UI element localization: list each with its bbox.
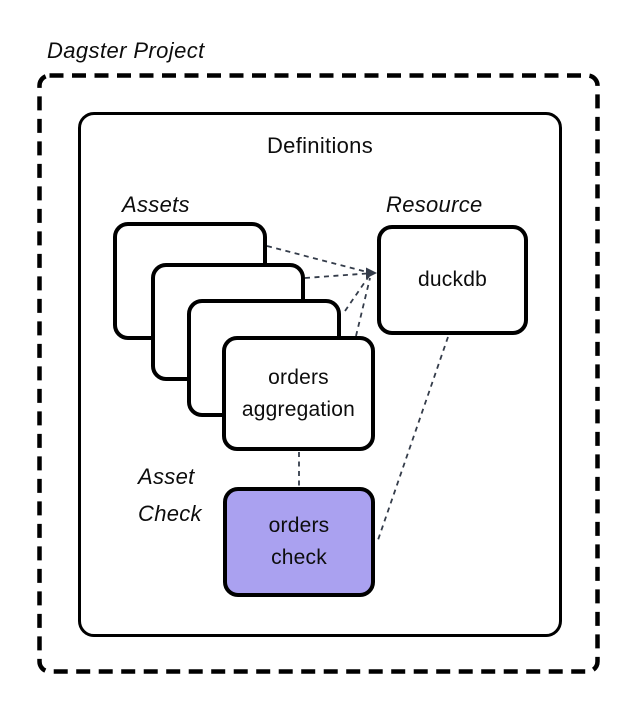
node-duckdb: duckdb — [377, 225, 528, 335]
resource-group-label: Resource — [386, 192, 483, 217]
duckdb-label: duckdb — [418, 268, 487, 291]
definitions-label: Definitions — [266, 133, 374, 158]
orders-check-label-line2: check — [271, 546, 327, 569]
node-orders-aggregation: orders aggregation — [222, 336, 375, 451]
asset-check-label-line2: Check — [138, 501, 202, 526]
orders-check-label-line1: orders — [268, 514, 330, 537]
asset-check-label-line1: Asset — [138, 464, 195, 489]
diagram-title: Dagster Project — [47, 38, 205, 63]
asset-check-group-label: Asset Check — [138, 458, 202, 532]
definitions-box — [78, 112, 562, 637]
orders-aggregation-label-line2: aggregation — [241, 397, 356, 421]
assets-group-label: Assets — [122, 192, 190, 217]
orders-aggregation-label-line1: orders — [268, 365, 329, 389]
node-orders-check: orders check — [223, 487, 375, 597]
